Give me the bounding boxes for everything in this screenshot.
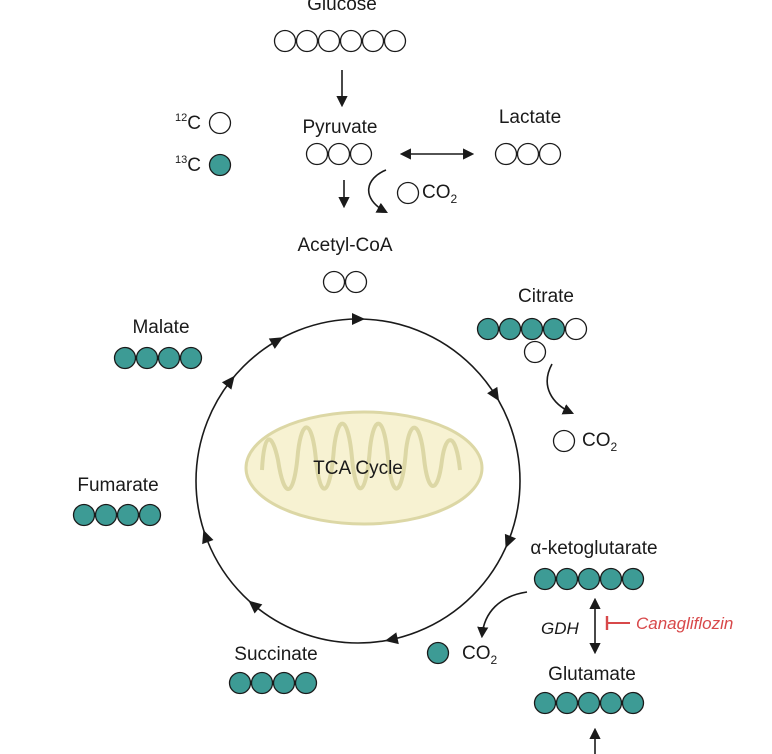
glucose-carbon [339, 29, 363, 53]
cycle-arrowhead [221, 375, 235, 390]
malate-carbon [179, 346, 203, 370]
akg-carbon [555, 567, 579, 591]
fumarate-carbon [72, 503, 96, 527]
akg-label: α-ketoglutarate [530, 538, 657, 559]
glucose-carbon [361, 29, 385, 53]
glucose-carbon [295, 29, 319, 53]
cycle-arrowhead [248, 600, 263, 614]
akg-carbon [577, 567, 601, 591]
fumarate-label: Fumarate [77, 475, 158, 496]
lactate-carbon [538, 142, 562, 166]
pdh-co2-label: CO2 [422, 182, 458, 206]
lactate-carbon [494, 142, 518, 166]
glutamate-label: Glutamate [548, 664, 636, 685]
malate-carbon [135, 346, 159, 370]
pyruvate-carbon [305, 142, 329, 166]
pdh-co2-curved-arrow [367, 169, 388, 214]
pyruvate-carbon [349, 142, 373, 166]
glutamate-carbon [599, 691, 623, 715]
citrate-co2-label: CO2 [582, 430, 618, 454]
fumarate-carbon [116, 503, 140, 527]
citrate-co2-curved-arrow [546, 363, 575, 415]
glucose-carbon [273, 29, 297, 53]
akg-co2-curved-arrow [477, 591, 528, 639]
cycle-arrowhead [352, 313, 365, 325]
legend-13c-circle [208, 153, 232, 177]
malate-carbon [113, 346, 137, 370]
citrate-carbon [476, 317, 500, 341]
enzyme-gdh-label: GDH [541, 619, 580, 638]
mitochondrion-icon [244, 410, 484, 526]
glutamate-carbon [555, 691, 579, 715]
acetyl-coa-carbon [322, 270, 346, 294]
fumarate-carbon [94, 503, 118, 527]
akg-co2-carbon [426, 641, 450, 665]
citrate-carbon [498, 317, 522, 341]
glutamate-carbon [621, 691, 645, 715]
glutamate-carbon [533, 691, 557, 715]
akg-carbon [599, 567, 623, 591]
legend: 12C 13C [175, 111, 232, 177]
inhibition-mark [605, 616, 630, 630]
tca-cycle-label: TCA Cycle [313, 458, 403, 479]
legend-12c-label: 12C [175, 112, 201, 134]
acetyl-coa-label: Acetyl-CoA [297, 235, 392, 256]
cycle-arrowhead [384, 632, 399, 645]
cycle-arrowhead [268, 337, 284, 349]
pyruvate-label: Pyruvate [303, 117, 378, 138]
legend-13c-label: 13C [175, 154, 201, 176]
lactate-label: Lactate [499, 107, 561, 128]
carbon-atoms [72, 29, 645, 715]
citrate-carbon [520, 317, 544, 341]
citrate-label: Citrate [518, 286, 574, 307]
akg-co2-label: CO2 [462, 643, 498, 667]
citrate-carbon [523, 340, 547, 364]
lactate-carbon [516, 142, 540, 166]
malate-carbon [157, 346, 181, 370]
glucose-carbon [317, 29, 341, 53]
fumarate-carbon [138, 503, 162, 527]
pyruvate-carbon [327, 142, 351, 166]
succinate-carbon [250, 671, 274, 695]
glutamate-carbon [577, 691, 601, 715]
succinate-carbon [294, 671, 318, 695]
citrate-carbon [542, 317, 566, 341]
inhibitor-label: Canagliflozin [636, 614, 733, 633]
akg-carbon [621, 567, 645, 591]
succinate-carbon [228, 671, 252, 695]
malate-label: Malate [132, 317, 189, 338]
cycle-arrowhead [202, 529, 214, 545]
citrate-co2-carbon [552, 429, 576, 453]
akg-carbon [533, 567, 557, 591]
acetyl-coa-carbon [344, 270, 368, 294]
succinate-label: Succinate [234, 644, 317, 665]
succinate-carbon [272, 671, 296, 695]
cycle-arrowheads [202, 313, 517, 645]
glucose-label: Glucose [307, 0, 377, 15]
pdh-co2-carbon [396, 181, 420, 205]
legend-12c-circle [208, 111, 232, 135]
cycle-arrowhead [487, 386, 500, 402]
cycle-arrowhead [504, 533, 517, 549]
citrate-carbon [564, 317, 588, 341]
glucose-carbon [383, 29, 407, 53]
